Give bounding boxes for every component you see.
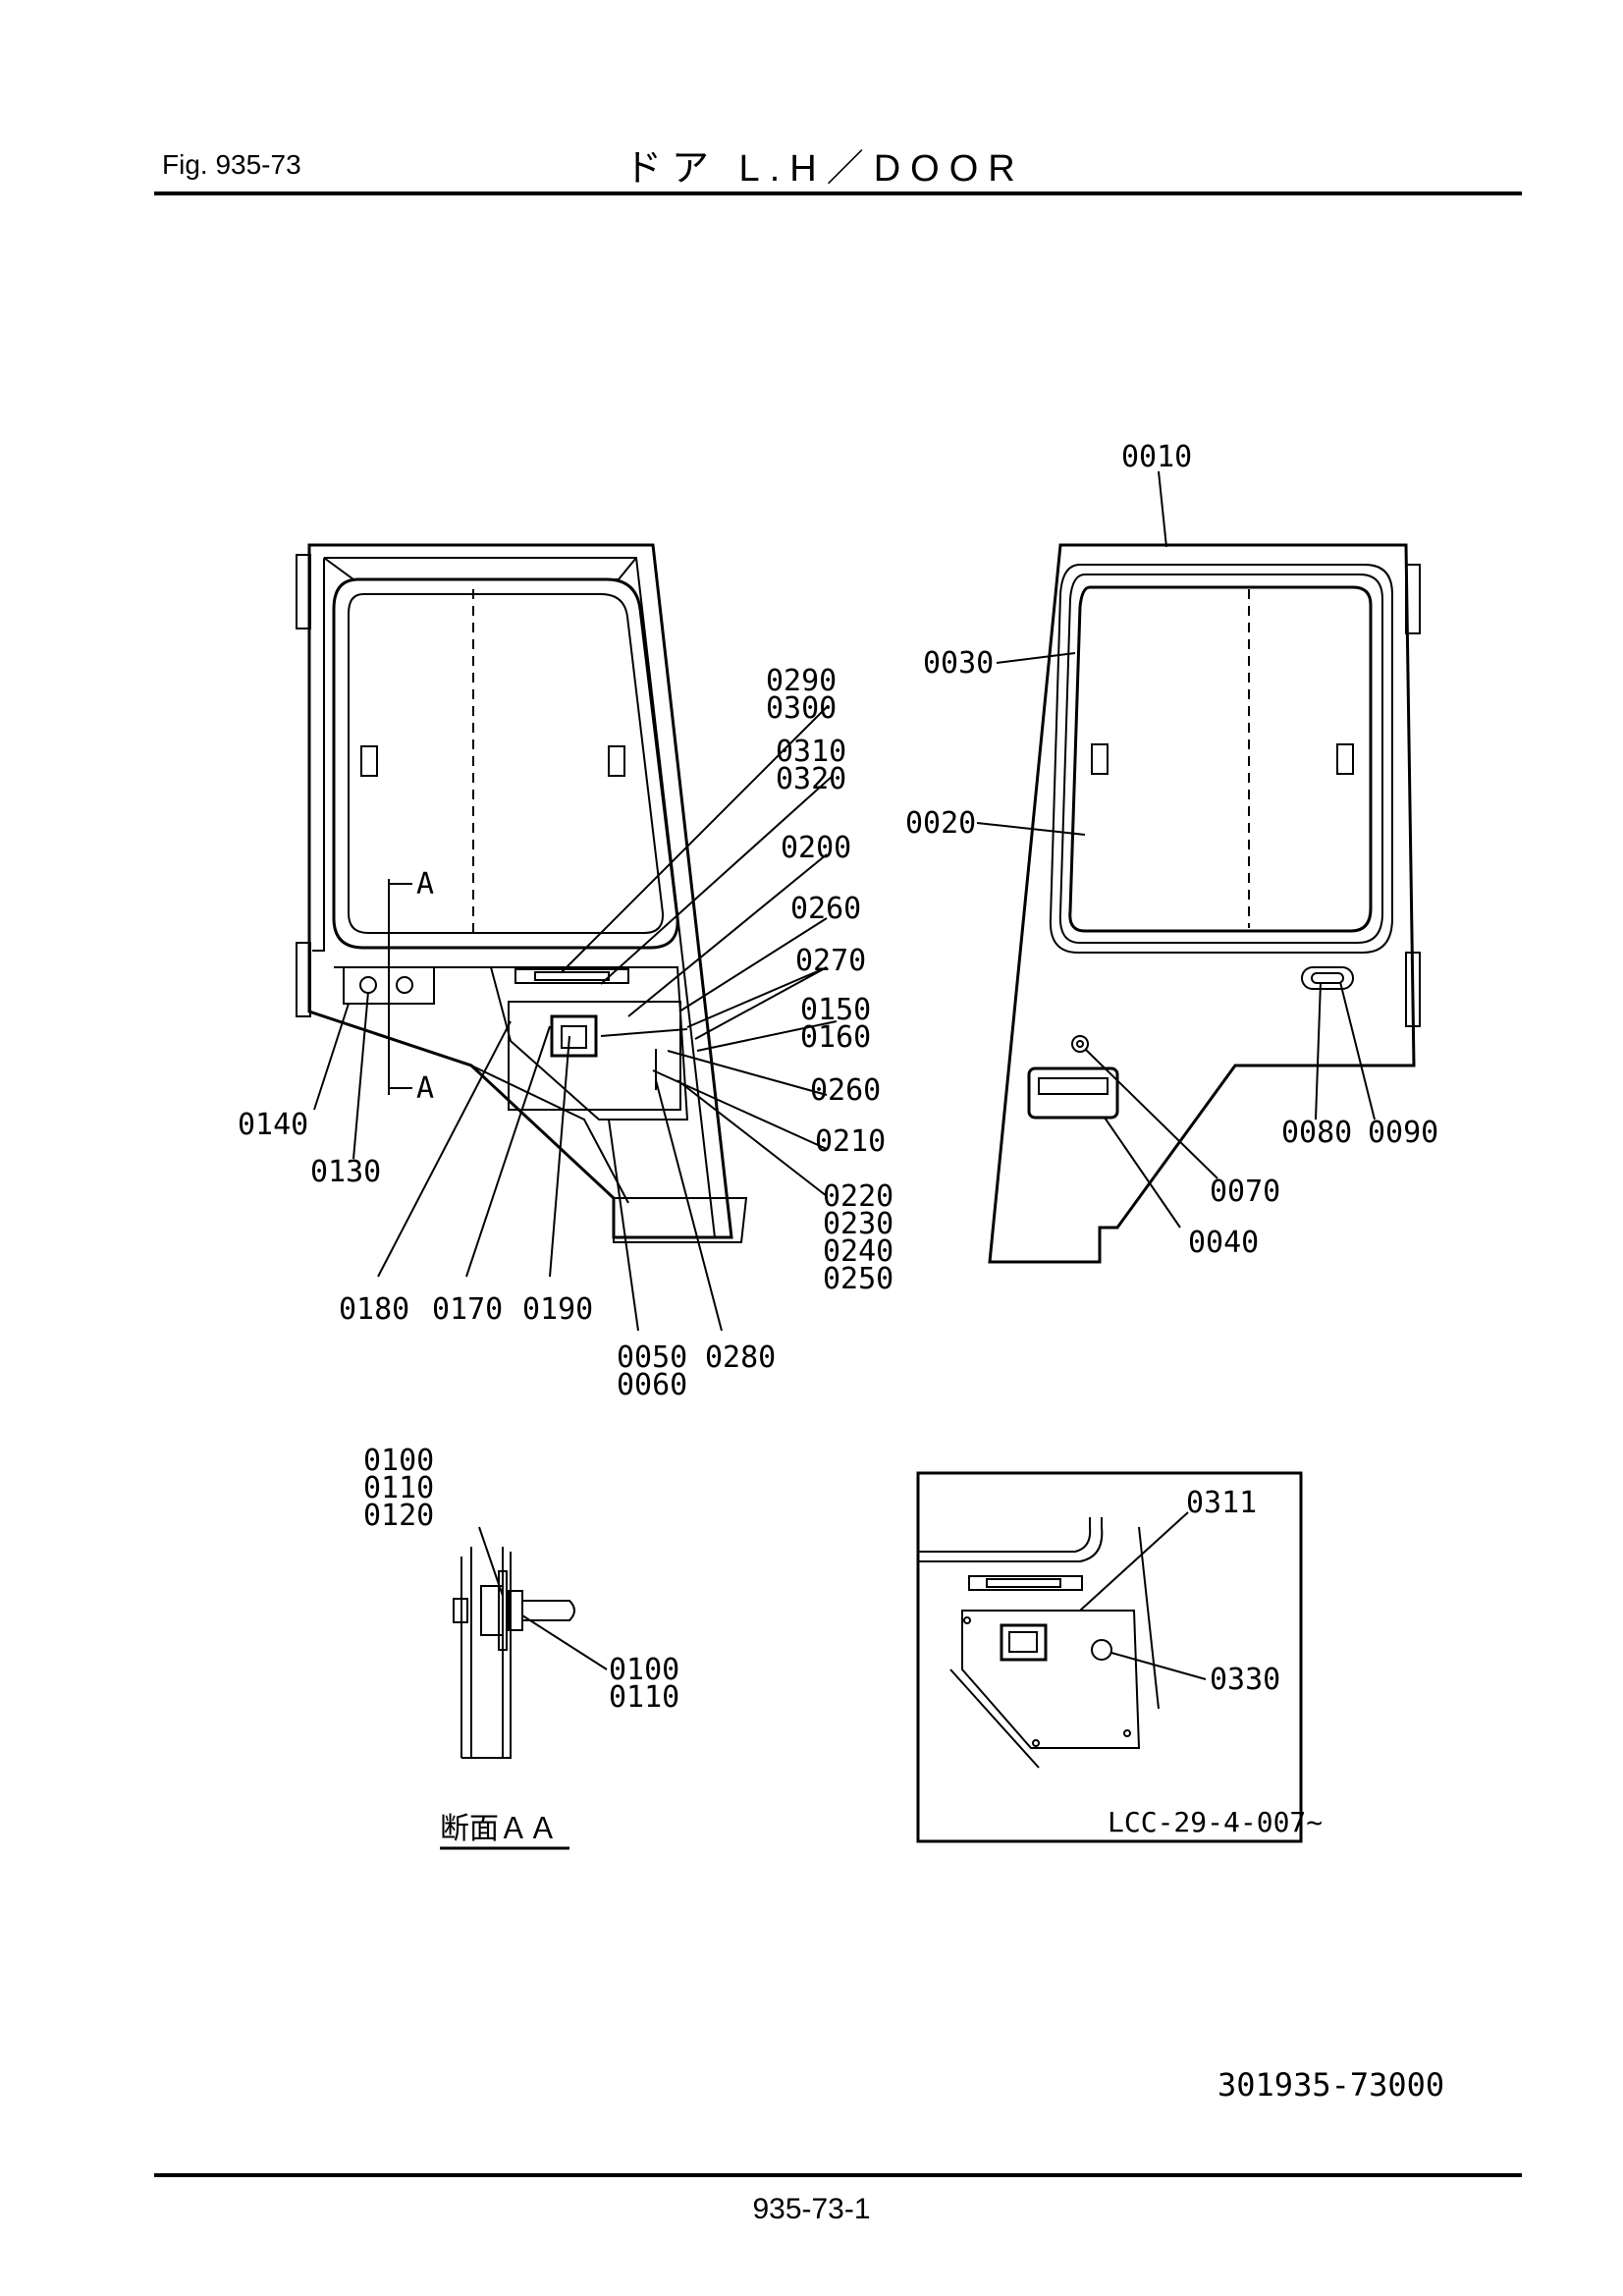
footer-rule (154, 2173, 1522, 2177)
page-number: 935-73-1 (752, 2193, 871, 2225)
callout-0320: 0320 (776, 762, 846, 796)
callout-0090: 0090 (1368, 1116, 1438, 1150)
door-right-view (988, 543, 1421, 1264)
callout-0140: 0140 (238, 1108, 308, 1142)
callout-0150: 0150 (800, 993, 871, 1027)
header-rule (154, 191, 1522, 195)
callout-0100: 0100 (363, 1444, 434, 1478)
serial-note: LCC-29-4-007~ (1108, 1806, 1323, 1838)
callout-0120: 0120 (363, 1499, 434, 1533)
leader-lines-right (976, 470, 1376, 1229)
callout-0050: 0050 (617, 1340, 687, 1375)
callout-0230: 0230 (823, 1207, 893, 1241)
callout-0310: 0310 (776, 735, 846, 769)
callout-0270: 0270 (795, 944, 866, 978)
section-marker-bottom: A (416, 1071, 434, 1106)
callout-0300: 0300 (766, 691, 837, 726)
figure-label: Fig. 935-73 (162, 149, 301, 180)
callout-0290: 0290 (766, 664, 837, 698)
callout-0180: 0180 (339, 1292, 409, 1327)
callout-0330: 0330 (1210, 1663, 1280, 1697)
callout-0110b: 0110 (609, 1680, 679, 1715)
callout-0260b: 0260 (810, 1073, 881, 1108)
callout-0070: 0070 (1210, 1175, 1280, 1209)
detail-view (916, 1471, 1303, 1843)
page-title: ドア L.H／DOOR (624, 148, 1025, 190)
drawing-number: 301935-73000 (1217, 2066, 1445, 2104)
callout-0190: 0190 (522, 1292, 593, 1327)
callout-0020: 0020 (905, 806, 976, 841)
callouts-right: 0010 0030 0020 0080 0090 0070 0040 (905, 440, 1438, 1260)
leader-lines-left (313, 706, 838, 1332)
callout-0010: 0010 (1121, 440, 1192, 474)
leader-section-top (478, 1526, 504, 1597)
door-left-view: A A (296, 543, 748, 1243)
callout-0250: 0250 (823, 1262, 893, 1296)
callouts-section: 0100 0110 0120 0100 0110 (363, 1444, 679, 1715)
callouts-left: 0290 0300 0310 0320 0200 0260 0270 0150 … (238, 664, 893, 1402)
callout-0200: 0200 (781, 831, 851, 865)
callout-0080: 0080 (1281, 1116, 1352, 1150)
callout-0110: 0110 (363, 1471, 434, 1505)
callout-0210: 0210 (815, 1124, 886, 1159)
callout-0160: 0160 (800, 1020, 871, 1055)
leader-section-bottom (521, 1614, 608, 1670)
section-aa-view (453, 1547, 575, 1759)
callout-0170: 0170 (432, 1292, 503, 1327)
callouts-detail: 0311 0330 LCC-29-4-007~ (1108, 1486, 1323, 1838)
callout-0311: 0311 (1186, 1486, 1257, 1520)
callout-0280: 0280 (705, 1340, 776, 1375)
callout-0030: 0030 (923, 646, 994, 681)
section-caption: 断面ＡＡ (440, 1812, 558, 1846)
callout-0060: 0060 (617, 1368, 687, 1402)
callout-0240: 0240 (823, 1234, 893, 1269)
callout-0260: 0260 (790, 892, 861, 926)
callout-0100b: 0100 (609, 1653, 679, 1687)
section-marker-top: A (416, 867, 434, 902)
callout-0040: 0040 (1188, 1226, 1259, 1260)
callout-0130: 0130 (310, 1155, 381, 1189)
callout-0220: 0220 (823, 1179, 893, 1214)
